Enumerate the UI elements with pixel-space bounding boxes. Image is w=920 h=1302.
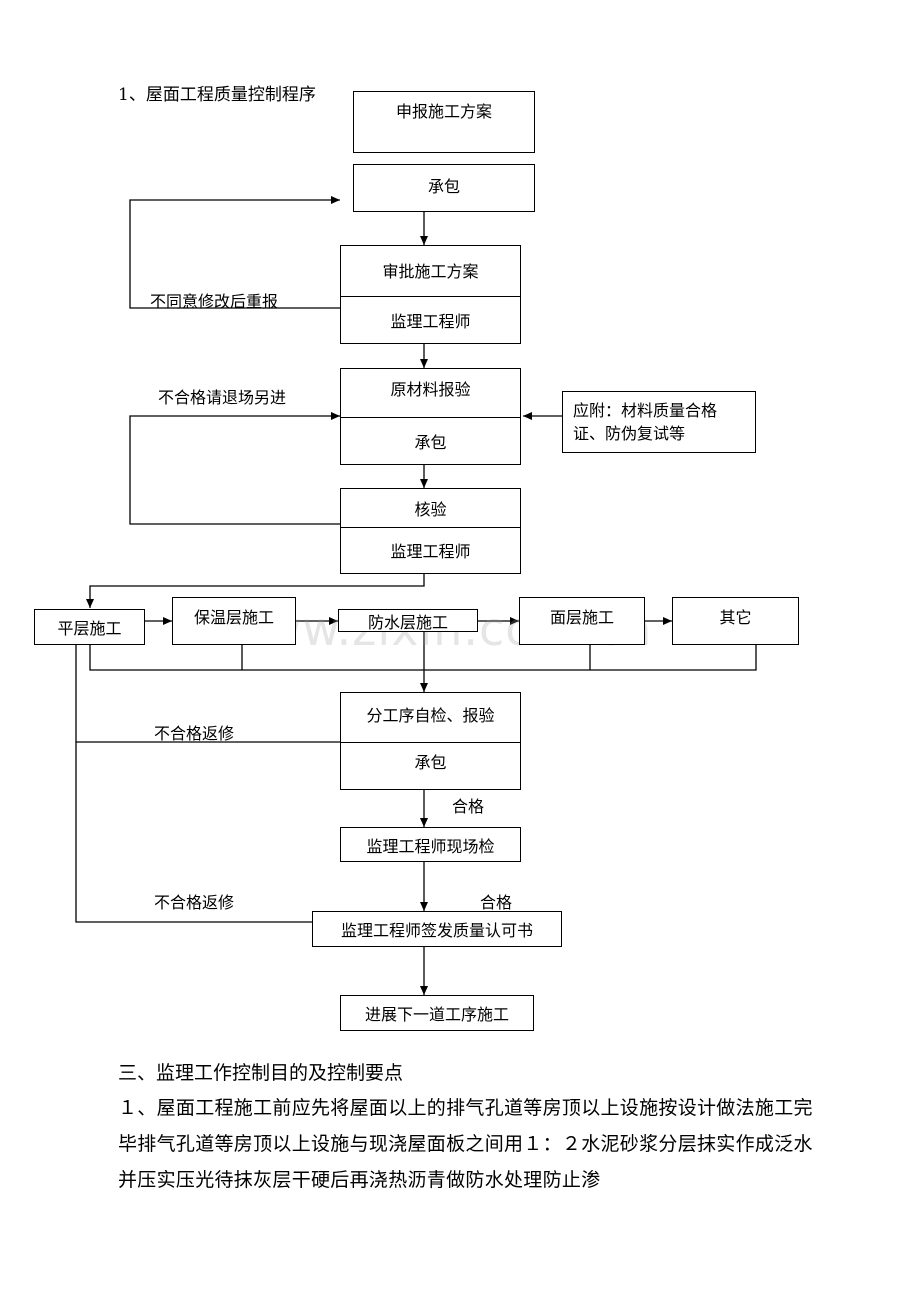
box-contractor-1-label: 承包 [427, 177, 460, 196]
box-next-step-label: 进展下一道工序施工 [364, 1005, 509, 1024]
label-pass-2: 合格 [480, 893, 513, 912]
loop-unqualified-exit [129, 412, 340, 525]
section-heading: 三、监理工作控制目的及控制要点 [118, 1062, 404, 1084]
box-waterproof: 防水层施工 [338, 609, 478, 632]
box-site-check: 监理工程师现场检 [340, 827, 521, 862]
box-verify: 核验 监理工程师 [340, 488, 521, 574]
box-contractor-1: 承包 [353, 164, 535, 212]
box-divider [341, 527, 520, 528]
box-divider [341, 417, 520, 418]
box-contractor-3-label: 承包 [414, 752, 447, 772]
flow-heading: 1、屋面工程质量控制程序 [118, 85, 316, 105]
label-rework-2: 不合格返修 [154, 893, 235, 912]
box-site-check-label: 监理工程师现场检 [366, 836, 495, 856]
box-next-step: 进展下一道工序施工 [340, 995, 534, 1031]
box-insulation-label: 保温层施工 [193, 608, 274, 627]
box-material-inspect: 原材料报验 承包 [340, 368, 521, 465]
label-pass-1: 合格 [452, 797, 485, 816]
loop-disagree-resubmit [129, 196, 340, 309]
label-unqualified-exit: 不合格请退场另进 [158, 388, 287, 407]
box-attach-note: 应附：材料质量合格证、防伪复试等 [562, 391, 756, 453]
box-contractor-2-label: 承包 [414, 432, 447, 452]
box-certificate: 监理工程师签发质量认可书 [312, 911, 562, 947]
box-divider [341, 742, 520, 743]
box-surface-label: 面层施工 [549, 608, 614, 627]
box-self-check-label: 分工序自检、报验 [366, 706, 495, 725]
box-insulation: 保温层施工 [172, 597, 296, 645]
box-others-label: 其它 [719, 608, 752, 627]
box-verify-label: 核验 [414, 500, 447, 519]
box-approve-plan-label: 审批施工方案 [382, 262, 479, 281]
box-certificate-label: 监理工程师签发质量认可书 [340, 921, 533, 940]
label-disagree-resubmit: 不同意修改后重报 [150, 292, 279, 311]
body-paragraph: １、屋面工程施工前应先将屋面以上的排气孔道等房顶以上设施按设计做法施工完毕排气孔… [118, 1097, 813, 1191]
box-waterproof-label: 防水层施工 [367, 613, 448, 632]
label-rework-1: 不合格返修 [154, 724, 235, 743]
box-leveling: 平层施工 [34, 609, 145, 645]
box-submit-plan-label: 申报施工方案 [395, 102, 492, 121]
box-supervisor-1-label: 监理工程师 [390, 312, 471, 331]
box-leveling-label: 平层施工 [57, 619, 122, 638]
box-material-inspect-label: 原材料报验 [390, 380, 471, 399]
arrow-supervisor-to-leveling [86, 574, 425, 608]
rework-line-2 [75, 742, 312, 923]
box-divider [341, 296, 520, 297]
box-submit-plan: 申报施工方案 [353, 91, 535, 153]
box-others: 其它 [672, 597, 799, 645]
collector-bus [89, 645, 757, 671]
box-approve-plan: 审批施工方案 监理工程师 [340, 245, 521, 344]
box-supervisor-2-label: 监理工程师 [390, 542, 471, 561]
box-surface: 面层施工 [519, 597, 645, 645]
box-self-check: 分工序自检、报验 承包 [340, 692, 521, 790]
